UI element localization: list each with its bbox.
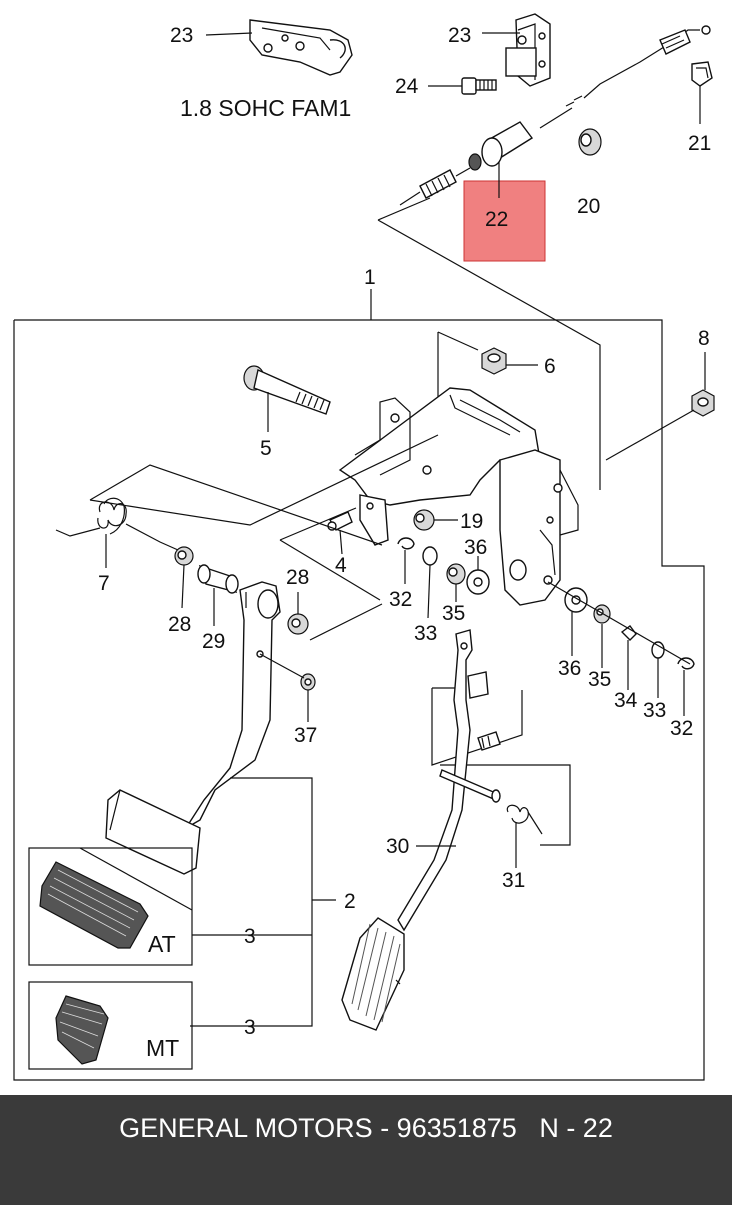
parts-diagram: 23 23 24 21 22 20 1 8 6 5 19 7 4 36 28 3… <box>13 13 715 1081</box>
callout-label: 32 <box>389 588 412 611</box>
callout-label: 35 <box>442 602 465 625</box>
callout-label: 33 <box>414 622 437 645</box>
callout-label: 5 <box>260 437 272 460</box>
bushing-35 <box>446 563 466 585</box>
sleeve-part <box>197 564 239 594</box>
variant-label-at: AT <box>148 931 176 957</box>
return-spring <box>55 497 179 551</box>
clip-part <box>691 61 713 87</box>
callout-label: 20 <box>577 195 600 218</box>
cable-part <box>399 25 711 206</box>
callout-label: 28 <box>286 566 309 589</box>
pedal-bracket <box>338 387 579 606</box>
at-pad <box>39 861 149 949</box>
nut-part <box>481 347 507 375</box>
callout-label: 23 <box>170 24 193 47</box>
callout-label: 8 <box>698 327 710 350</box>
callout-label: 28 <box>168 613 191 636</box>
mt-pad-box <box>28 981 193 1070</box>
bracket-part-right <box>505 13 551 87</box>
callout-label: 36 <box>558 657 581 680</box>
bushing-28-left <box>174 546 194 566</box>
long-bolt-part <box>243 365 331 415</box>
engine-caption: 1.8 SOHC FAM1 <box>180 95 351 121</box>
mt-pad <box>55 995 109 1065</box>
part-number-caption: GENERAL MOTORS - 96351875 N - 22 <box>119 1113 613 1143</box>
callout-label: 6 <box>544 355 556 378</box>
pin-part <box>439 731 501 803</box>
callout-labels: 23 23 24 21 22 20 1 8 6 5 19 7 4 36 28 3… <box>98 24 711 1039</box>
accelerator-pedal <box>341 629 489 1031</box>
brake-pedal <box>105 581 281 875</box>
callout-label: 22 <box>485 208 508 231</box>
highlight-box <box>463 180 546 262</box>
bolt-part <box>461 77 497 95</box>
callout-label: 37 <box>294 724 317 747</box>
bushing-part <box>413 509 435 531</box>
callout-label: 3 <box>244 1016 256 1039</box>
callout-label: 19 <box>460 510 483 533</box>
callout-label: 1 <box>364 266 376 289</box>
washer-33 <box>422 546 438 566</box>
callout-label: 21 <box>688 132 711 155</box>
callout-label: 33 <box>643 699 666 722</box>
callout-label: 34 <box>614 689 638 712</box>
clip-32r <box>677 657 695 670</box>
callout-label: 7 <box>98 572 110 595</box>
switch-part <box>327 511 353 531</box>
bracket-part <box>249 19 353 76</box>
callout-label: 2 <box>344 890 356 913</box>
clip-32 <box>397 537 415 550</box>
callout-label: 24 <box>395 75 419 98</box>
callout-label: 36 <box>464 536 487 559</box>
washer-33r <box>651 641 665 659</box>
callout-label: 23 <box>448 24 471 47</box>
callout-label: 31 <box>502 869 525 892</box>
at-pad-box <box>28 847 193 966</box>
footer-bar: GENERAL MOTORS - 96351875 N - 22 <box>0 1095 732 1205</box>
bushing-28-right <box>287 613 309 635</box>
assembly-frame <box>13 319 705 1081</box>
grommet-part <box>578 128 602 156</box>
nut-37 <box>300 673 316 691</box>
callout-label: 30 <box>386 835 409 858</box>
callout-label: 4 <box>335 554 347 577</box>
spring-31 <box>506 804 543 835</box>
callout-label: 3 <box>244 925 256 948</box>
callout-label: 29 <box>202 630 225 653</box>
callout-label: 35 <box>588 668 611 691</box>
bushing-35r <box>593 604 611 624</box>
nut-part-8 <box>691 389 715 417</box>
variant-label-mt: MT <box>146 1035 179 1061</box>
callout-label: 32 <box>670 717 693 740</box>
